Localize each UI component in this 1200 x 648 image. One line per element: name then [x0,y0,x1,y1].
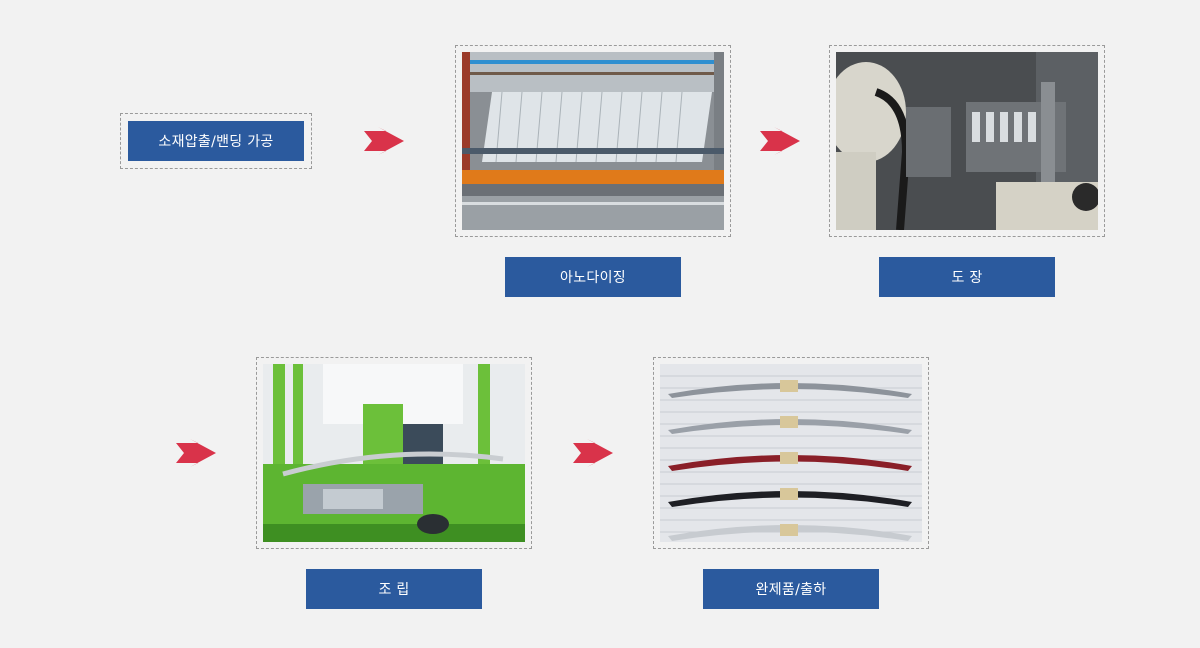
step-1-frame: 소재압출/밴딩 가공 [120,113,312,169]
step-3-photo-frame [829,45,1105,237]
painting-booth-photo [836,52,1098,230]
step-2-label: 아노다이징 [505,257,681,297]
step-4-label: 조 립 [306,569,482,609]
step-1-label: 소재압출/밴딩 가공 [128,121,304,161]
assembly-machine-photo [263,364,525,542]
step-3-label: 도 장 [879,257,1055,297]
right-arrow-icon [176,439,216,467]
finished-roof-rails-photo [660,364,922,542]
right-arrow-icon [573,439,613,467]
right-arrow-icon [760,127,800,155]
anodizing-rack-photo [462,52,724,230]
step-4-photo-frame [256,357,532,549]
step-2-photo-frame [455,45,731,237]
step-5-label: 완제품/출하 [703,569,879,609]
right-arrow-icon [364,127,404,155]
step-5-photo-frame [653,357,929,549]
